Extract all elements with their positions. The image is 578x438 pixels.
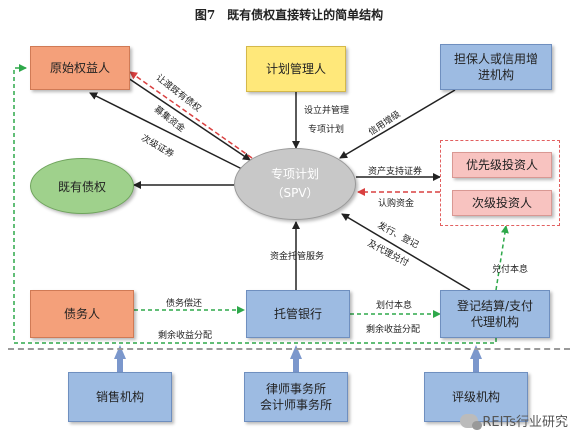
- edge-remaining-income-loop: [13, 64, 497, 344]
- node-debtor: 债务人: [30, 290, 134, 338]
- wechat-icon: [460, 413, 483, 430]
- edge-issue-register: [341, 213, 471, 291]
- node-originator: 原始权益人: [30, 46, 130, 90]
- edge-transfer-debt: [127, 77, 251, 161]
- node-senior-investor: 优先级投资人: [452, 152, 552, 178]
- watermark-text: REITs行业研究: [482, 415, 568, 430]
- node-junior-investor: 次级投资人: [452, 190, 552, 216]
- label-remaining-income-2: 剩余收益分配: [366, 325, 421, 335]
- label-setup-manage-2: 专项计划: [308, 125, 345, 135]
- label-remaining-income-1: 剩余收益分配: [158, 331, 213, 341]
- spv-abbr: （SPV）: [271, 186, 319, 200]
- node-plan-manager: 计划管理人: [246, 46, 346, 92]
- spv-name: 专项计划: [270, 166, 319, 181]
- node-custodian-bank: 托管银行: [246, 290, 350, 338]
- label-custody-service: 资金托管服务: [270, 252, 325, 262]
- node-rating-agency: 评级机构: [424, 372, 528, 422]
- node-sales-agency: 销售机构: [68, 372, 172, 422]
- node-existing-debt: 既有债权: [30, 158, 134, 214]
- label-debt-repayment: 债务偿还: [166, 299, 203, 309]
- watermark: REITs行业研究: [460, 411, 568, 430]
- label-cash-principal-interest: 兑付本息: [492, 265, 529, 275]
- node-guarantor: 担保人或信用增进机构: [440, 44, 552, 90]
- figure-title: 图7 既有债权直接转让的简单结构: [194, 8, 384, 22]
- edge-raise-funds: [129, 71, 253, 159]
- node-spv: 专项计划 （SPV）: [234, 148, 356, 220]
- label-asset-backed-securities: 资产支持证券: [368, 167, 423, 177]
- label-subscription-funds: 认购资金: [378, 199, 415, 209]
- edge-credit-enhancement: [339, 89, 456, 159]
- node-registrar: 登记结算/支付代理机构: [440, 290, 550, 338]
- edge-subordinated-securities: [89, 92, 245, 171]
- edge-cash-principal-interest: [495, 225, 509, 291]
- label-setup-manage-1: 设立并管理: [304, 106, 350, 116]
- section-divider: [8, 348, 570, 350]
- node-law-accounting: 律师事务所 会计师事务所: [244, 372, 348, 422]
- label-pay-principal-interest: 划付本息: [376, 301, 413, 311]
